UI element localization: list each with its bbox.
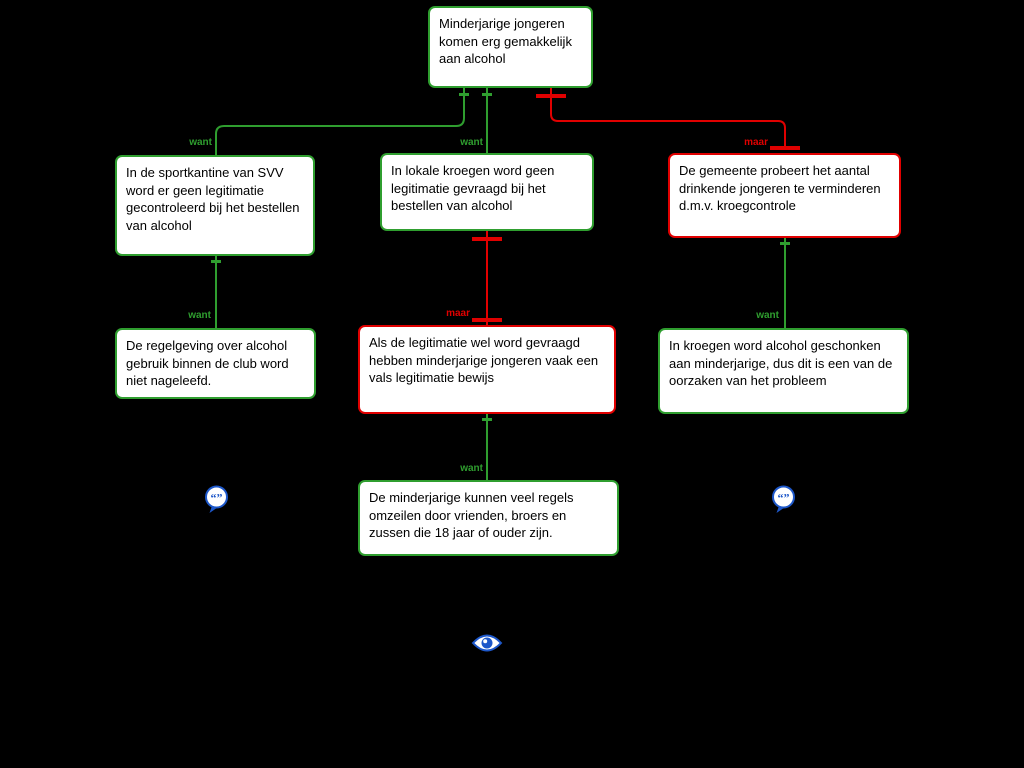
objection-edge-lines <box>486 88 786 327</box>
quote-icon[interactable]: “” <box>770 485 797 514</box>
claim-box-regelgeving[interactable]: De regelgeving over alcohol gebruik binn… <box>115 328 316 399</box>
edge-root-sportkantine[interactable] <box>215 88 465 156</box>
eye-icon[interactable] <box>471 631 503 655</box>
support-edge-lines <box>215 88 786 482</box>
edge-attachment-nubs <box>211 93 790 421</box>
claim-box-vals-bewijs[interactable]: Als de legitimatie wel word gevraagd heb… <box>358 325 616 414</box>
claim-box-omzeilen[interactable]: De minderjarige kunnen veel regels omzei… <box>358 480 619 556</box>
svg-text:“”: “” <box>778 491 790 505</box>
claim-box-gemeente[interactable]: De gemeente probeert het aantal drinkend… <box>668 153 901 238</box>
objection-crossbars <box>472 94 800 322</box>
claim-box-root[interactable]: Minderjarige jongeren komen erg gemakkel… <box>428 6 593 88</box>
edge-root-gemeente[interactable] <box>550 88 786 150</box>
svg-text:“”: “” <box>211 491 223 505</box>
edge-label-maar-root-gemeente[interactable]: maar <box>744 137 768 148</box>
edge-label-want-valsbewijs-omzeilen[interactable]: want <box>460 463 483 474</box>
quote-icon[interactable]: “” <box>203 485 230 514</box>
claim-box-geschonken[interactable]: In kroegen word alcohol geschonken aan m… <box>658 328 909 414</box>
claim-box-kroegen[interactable]: In lokale kroegen word geen legitimatie … <box>380 153 594 231</box>
edge-label-want-root-sportkantine[interactable]: want <box>189 137 212 148</box>
edge-label-maar-kroegen-valsbewijs[interactable]: maar <box>446 308 470 319</box>
edge-label-want-sportkantine-regelgeving[interactable]: want <box>188 310 211 321</box>
edge-label-want-root-kroegen[interactable]: want <box>460 137 483 148</box>
edge-label-want-gemeente-geschonken[interactable]: want <box>756 310 779 321</box>
claim-box-sportkantine[interactable]: In de sportkantine van SVV word er geen … <box>115 155 315 256</box>
